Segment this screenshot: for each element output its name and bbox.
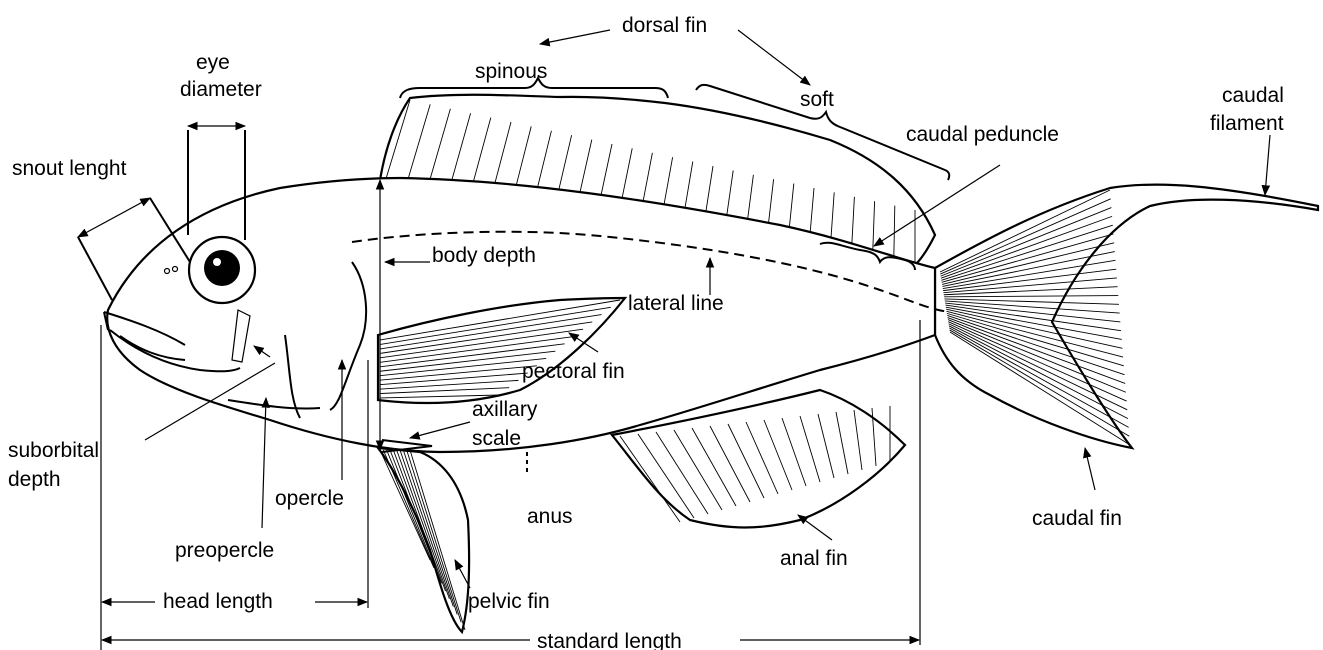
label-axillary: axillary (472, 398, 538, 421)
label-eye: eye (196, 51, 230, 74)
label-preopercle: preopercle (175, 539, 274, 562)
label-suborbital: suborbital (8, 439, 99, 462)
label-caudal-peduncle: caudal peduncle (906, 123, 1059, 146)
pelvic-fin (378, 448, 469, 632)
label-snout-length: snout lenght (12, 157, 127, 180)
label-caudal: caudal (1222, 84, 1284, 107)
label-pelvic-fin: pelvic fin (468, 590, 550, 613)
caudal-fin (935, 185, 1318, 448)
label-soft: soft (800, 88, 834, 111)
label-caudal-fin: caudal fin (1032, 507, 1122, 530)
label-lateral-line: lateral line (628, 292, 724, 315)
label-anal-fin: anal fin (780, 547, 848, 570)
label-standard-length: standard length (537, 630, 682, 650)
label-head-length: head length (163, 590, 273, 613)
label-spinous: spinous (475, 60, 547, 83)
label-diameter: diameter (180, 78, 262, 101)
label-filament: filament (1210, 112, 1284, 135)
label-anus: anus (527, 505, 573, 528)
label-scale: scale (472, 427, 521, 450)
label-body-depth: body depth (432, 244, 536, 267)
label-depth: depth (8, 468, 61, 491)
label-dorsal-fin: dorsal fin (622, 14, 707, 37)
label-opercle: opercle (275, 487, 344, 510)
label-pectoral-fin: pectoral fin (522, 360, 625, 383)
